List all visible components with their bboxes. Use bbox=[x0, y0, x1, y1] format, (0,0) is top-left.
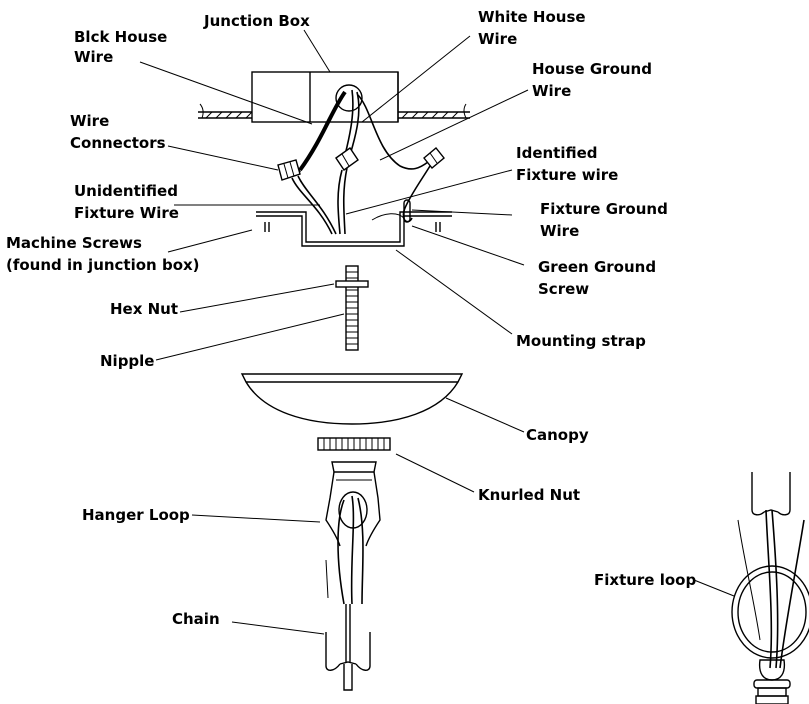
ceiling bbox=[198, 103, 470, 119]
label-white-house-wire: White House bbox=[478, 8, 586, 26]
canopy bbox=[240, 373, 464, 425]
label-blck-house-wire: Blck House bbox=[74, 28, 167, 46]
label-knurled-nut: Knurled Nut bbox=[478, 486, 580, 504]
label-identified-fixture-wire-2: Fixture wire bbox=[516, 166, 618, 184]
label-hex-nut: Hex Nut bbox=[110, 300, 178, 318]
mounting-strap bbox=[256, 199, 452, 247]
label-white-house-wire-2: Wire bbox=[478, 30, 517, 48]
fixture-wires bbox=[291, 165, 431, 235]
label-wire-connectors: Wire bbox=[70, 112, 109, 130]
wire-connectors bbox=[277, 147, 445, 181]
label-house-ground-wire: House Ground bbox=[532, 60, 652, 78]
label-blck-house-wire-2: Wire bbox=[74, 48, 113, 66]
machine-screws bbox=[264, 222, 441, 232]
label-fixture-loop: Fixture loop bbox=[594, 571, 696, 589]
label-machine-screws-2: (found in junction box) bbox=[6, 256, 200, 274]
label-junction-box: Junction Box bbox=[203, 12, 310, 30]
label-unidentified-fixture-wire: Unidentified bbox=[74, 182, 178, 200]
label-house-ground-wire-2: Wire bbox=[532, 82, 571, 100]
label-canopy: Canopy bbox=[526, 426, 589, 444]
hanger-loop bbox=[325, 461, 381, 691]
knurled-nut bbox=[317, 437, 391, 451]
label-nipple: Nipple bbox=[100, 352, 155, 370]
label-chain: Chain bbox=[172, 610, 220, 628]
labels: Junction Box Blck House Wire White House… bbox=[6, 8, 696, 628]
label-machine-screws: Machine Screws bbox=[6, 234, 142, 252]
label-wire-connectors-2: Connectors bbox=[70, 134, 166, 152]
label-fixture-ground-wire-2: Wire bbox=[540, 222, 579, 240]
label-unidentified-fixture-wire-2: Fixture Wire bbox=[74, 204, 179, 222]
hex-nut bbox=[335, 280, 369, 288]
fixture-loop bbox=[731, 472, 809, 704]
label-mounting-strap: Mounting strap bbox=[516, 332, 646, 350]
label-hanger-loop: Hanger Loop bbox=[82, 506, 190, 524]
label-green-ground-screw-2: Screw bbox=[538, 280, 589, 298]
label-fixture-ground-wire: Fixture Ground bbox=[540, 200, 668, 218]
junction-box bbox=[251, 71, 399, 123]
nipple bbox=[345, 265, 359, 351]
house-wires bbox=[291, 89, 429, 176]
leader-lines bbox=[139, 29, 735, 635]
label-identified-fixture-wire: Identified bbox=[516, 144, 598, 162]
label-green-ground-screw: Green Ground bbox=[538, 258, 656, 276]
